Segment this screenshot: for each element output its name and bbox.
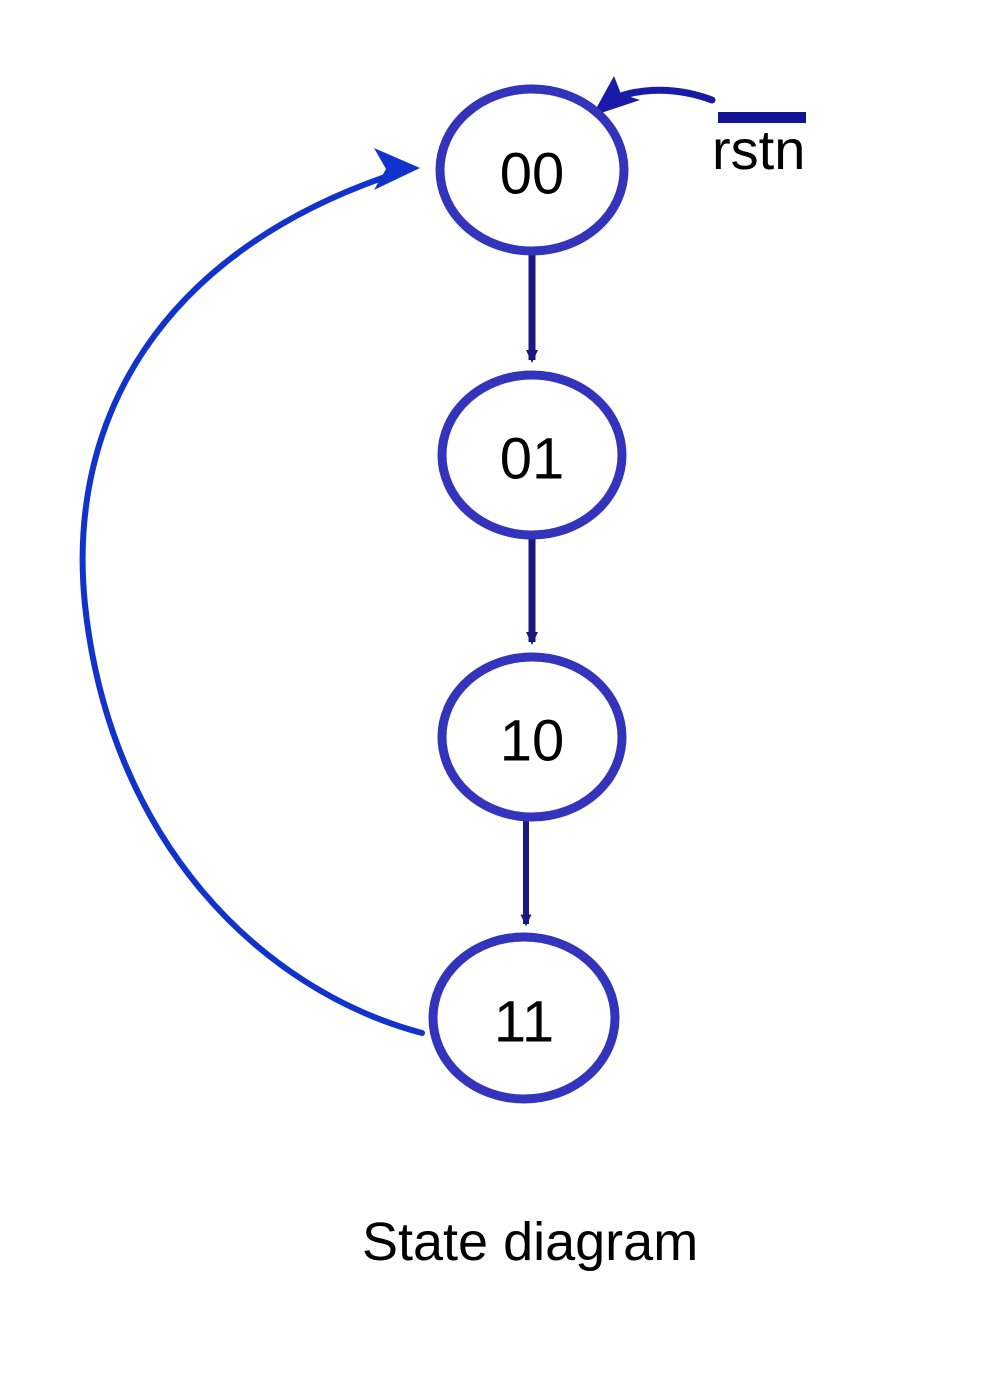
state-circle-11[interactable] [428, 932, 620, 1104]
state-label-00: 00 [500, 142, 565, 207]
reset-arrowhead [592, 76, 640, 116]
rstn-overbar-icon [718, 112, 806, 123]
state-node-11[interactable]: 11 [428, 932, 620, 1104]
state-circle-10[interactable] [437, 652, 627, 822]
state-label-10: 10 [500, 709, 565, 774]
state-node-00[interactable]: 00 [435, 84, 629, 256]
reset-arrow [592, 76, 716, 116]
state-circle-00[interactable] [435, 84, 629, 256]
transition-11-to-00-feedback [79, 148, 425, 1036]
feedback-curve-11-00 [79, 169, 425, 1036]
state-node-01[interactable]: 01 [437, 370, 627, 540]
feedback-arrowhead [374, 148, 420, 190]
rstn-signal-label: rstn [712, 118, 806, 181]
diagram-caption: State diagram [362, 1212, 699, 1272]
state-circle-01[interactable] [437, 370, 627, 540]
state-label-11: 11 [494, 990, 554, 1055]
state-node-10[interactable]: 10 [437, 652, 627, 822]
state-label-01: 01 [500, 427, 565, 492]
